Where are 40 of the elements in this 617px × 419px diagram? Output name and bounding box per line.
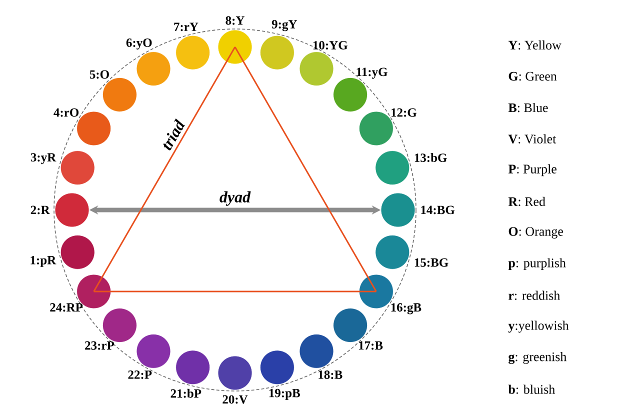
legend-text: V: Violet <box>508 134 556 144</box>
hue-label: 2:R <box>30 206 50 214</box>
hue-label: 1:pR <box>30 256 56 267</box>
hue-label: 17:B <box>359 341 383 350</box>
hue-label: 3:yR <box>30 153 56 164</box>
legend-text: r: reddish <box>508 290 560 300</box>
hue-label: 12:G <box>392 108 417 117</box>
legend-text: R: Red <box>508 196 546 206</box>
hue-label: 10:YG <box>313 41 348 50</box>
hue-label: 21:bP <box>170 388 202 398</box>
hue-label: 11:yG <box>356 68 388 79</box>
hue-label: 6:yO <box>126 38 152 50</box>
legend-text: P: Purple <box>508 164 556 176</box>
legend-text: B: Blue <box>508 103 548 112</box>
hue-label: 20:V <box>222 395 248 404</box>
legend-text: p: purplish <box>508 258 566 270</box>
hue-label: 24:RP <box>50 303 83 312</box>
legend-text: O: Orange <box>508 227 563 238</box>
connector-line <box>234 46 377 292</box>
connector-line <box>93 46 236 292</box>
legend-text: y:yellowish <box>508 320 569 333</box>
hue-label: 14:BG <box>421 206 455 214</box>
hue-label: 16:gB <box>391 303 422 314</box>
hue-label: 7:rY <box>174 22 198 32</box>
legend-text: b: bluish <box>508 384 555 394</box>
legend-text: G: Green <box>508 72 557 81</box>
hue-label: 22:P <box>128 370 152 379</box>
connector-line <box>94 290 376 292</box>
hue-label: 9:gY <box>272 20 297 32</box>
hue-label: 23:rP <box>85 341 114 350</box>
legend-text: Y: Yellow <box>508 40 562 50</box>
edge-label: dyad <box>218 190 252 207</box>
legend-text: g: greenish <box>508 352 567 364</box>
hue-label: 5:O <box>90 70 109 79</box>
hue-label: 18:B <box>318 370 342 379</box>
hue-label: 19:pB <box>269 388 300 400</box>
hue-label: 13:bG <box>414 153 447 162</box>
hue-label: 15:BG <box>414 258 448 267</box>
hue-label: 4:rO <box>54 108 79 117</box>
hue-label: 8:Y <box>226 16 244 25</box>
